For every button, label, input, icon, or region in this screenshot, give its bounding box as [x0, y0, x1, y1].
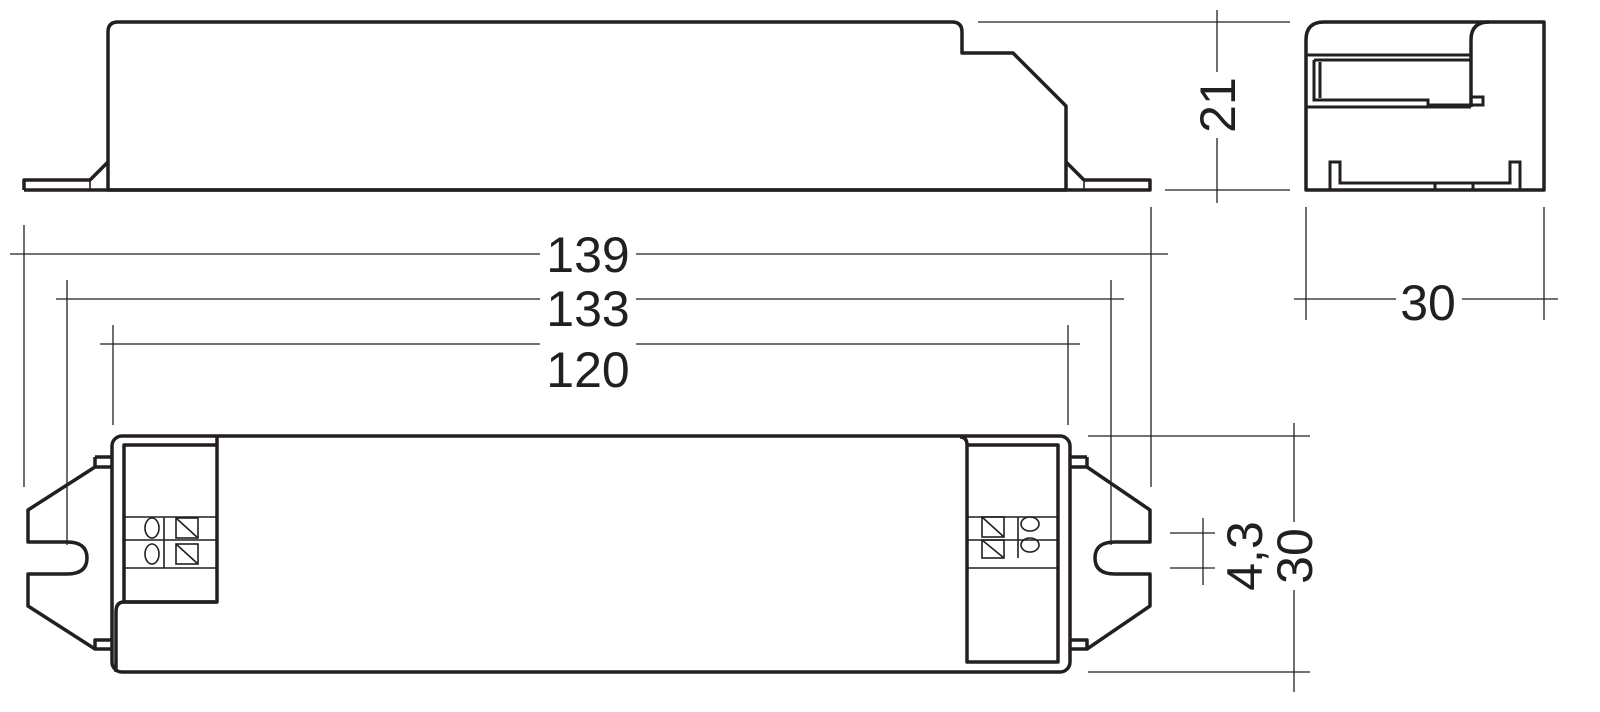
clamp-icon	[175, 517, 199, 539]
left-mounting-wing	[26, 465, 112, 651]
left-terminal-block	[122, 443, 219, 604]
left-terminals	[124, 516, 217, 569]
dimension-side-width-label: 30	[1400, 275, 1456, 331]
clamp-icon	[981, 539, 1005, 559]
screw-icon	[144, 517, 160, 539]
dimension-hole-label: 4,3	[1217, 521, 1273, 591]
width-dimension: 30	[1088, 423, 1323, 692]
right-mounting-wing	[1070, 465, 1152, 651]
dimension-mounting-distance-label: 133	[546, 281, 629, 337]
plan-view	[26, 434, 1152, 674]
housing-side-outline	[1304, 20, 1546, 192]
height-dimension: 21	[978, 10, 1290, 203]
screw-icon	[1020, 537, 1040, 553]
dimension-height-label: 21	[1190, 77, 1246, 133]
side-width-dimension: 30	[1294, 207, 1558, 331]
side-view	[1304, 20, 1546, 192]
right-terminals	[967, 516, 1058, 569]
housing-body	[110, 434, 1072, 674]
length-dimensions: 139 133 120	[10, 207, 1168, 545]
cover	[114, 435, 1060, 672]
dimension-overall-length-label: 139	[546, 227, 629, 283]
hole-dimension: 4,3	[1170, 518, 1273, 591]
front-view	[22, 20, 1152, 192]
dimension-width-label: 30	[1267, 528, 1323, 584]
screw-icon	[144, 543, 160, 565]
clamp-icon	[175, 543, 199, 565]
screw-icon	[1020, 516, 1040, 532]
base-plate	[22, 160, 1152, 192]
clamp-icon	[981, 516, 1005, 538]
housing-front-outline	[106, 20, 1068, 192]
dimension-body-length-label: 120	[546, 342, 629, 398]
